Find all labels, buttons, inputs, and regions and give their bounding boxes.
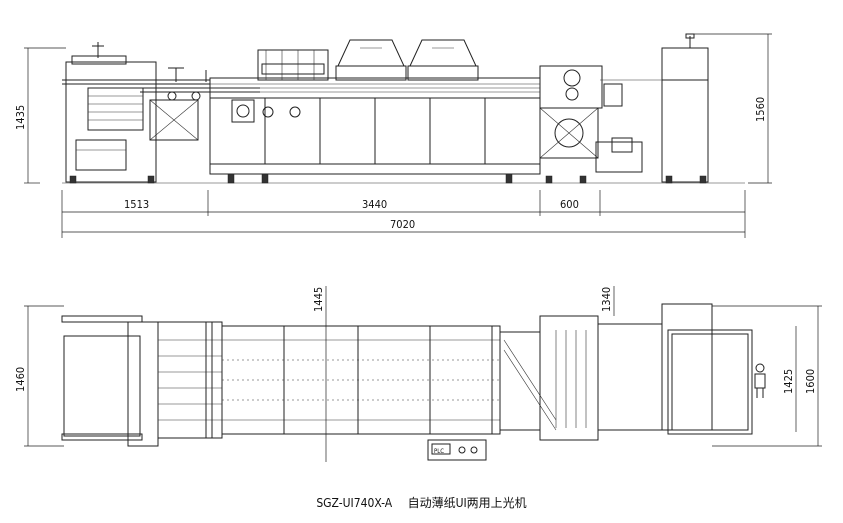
- dim-seg-delivery: 600: [560, 198, 579, 211]
- dim-total-length: 7020: [390, 218, 415, 231]
- feed-table: [63, 335, 141, 437]
- dim-top-belt-width: 1445: [312, 287, 325, 312]
- front-elevation: 1435 1560 1513 3440 600 7020: [14, 33, 772, 238]
- dim-left-height: 1435: [14, 105, 27, 130]
- caption-model: SGZ-UI740X-A: [316, 496, 393, 510]
- dim-right-height: 1560: [754, 97, 767, 122]
- dim-top-stacker-width: 1425: [782, 369, 795, 394]
- plc-label: PLC: [434, 448, 444, 455]
- cooling-unit: [539, 315, 599, 441]
- dim-top-left-width: 1460: [14, 367, 27, 392]
- drawing-caption: SGZ-UI740X-A 自动薄纸UI两用上光机: [0, 494, 843, 511]
- dim-seg-feeder: 1513: [124, 198, 149, 211]
- dim-top-right-width: 1600: [804, 369, 817, 394]
- top-view: PLC 1460 1445 1340 1425 1600: [14, 286, 822, 462]
- dim-seg-coater: 3440: [362, 198, 387, 211]
- delivery-unit: [539, 33, 709, 184]
- feeder-unit: [62, 42, 210, 184]
- dim-top-cooling-width: 1340: [600, 287, 613, 312]
- operator-icon: [754, 363, 766, 398]
- caption-name: 自动薄纸UI两用上光机: [407, 496, 527, 510]
- plc-control-panel: [427, 439, 487, 461]
- coating-section: [209, 39, 541, 184]
- stacker-unit: [661, 303, 713, 431]
